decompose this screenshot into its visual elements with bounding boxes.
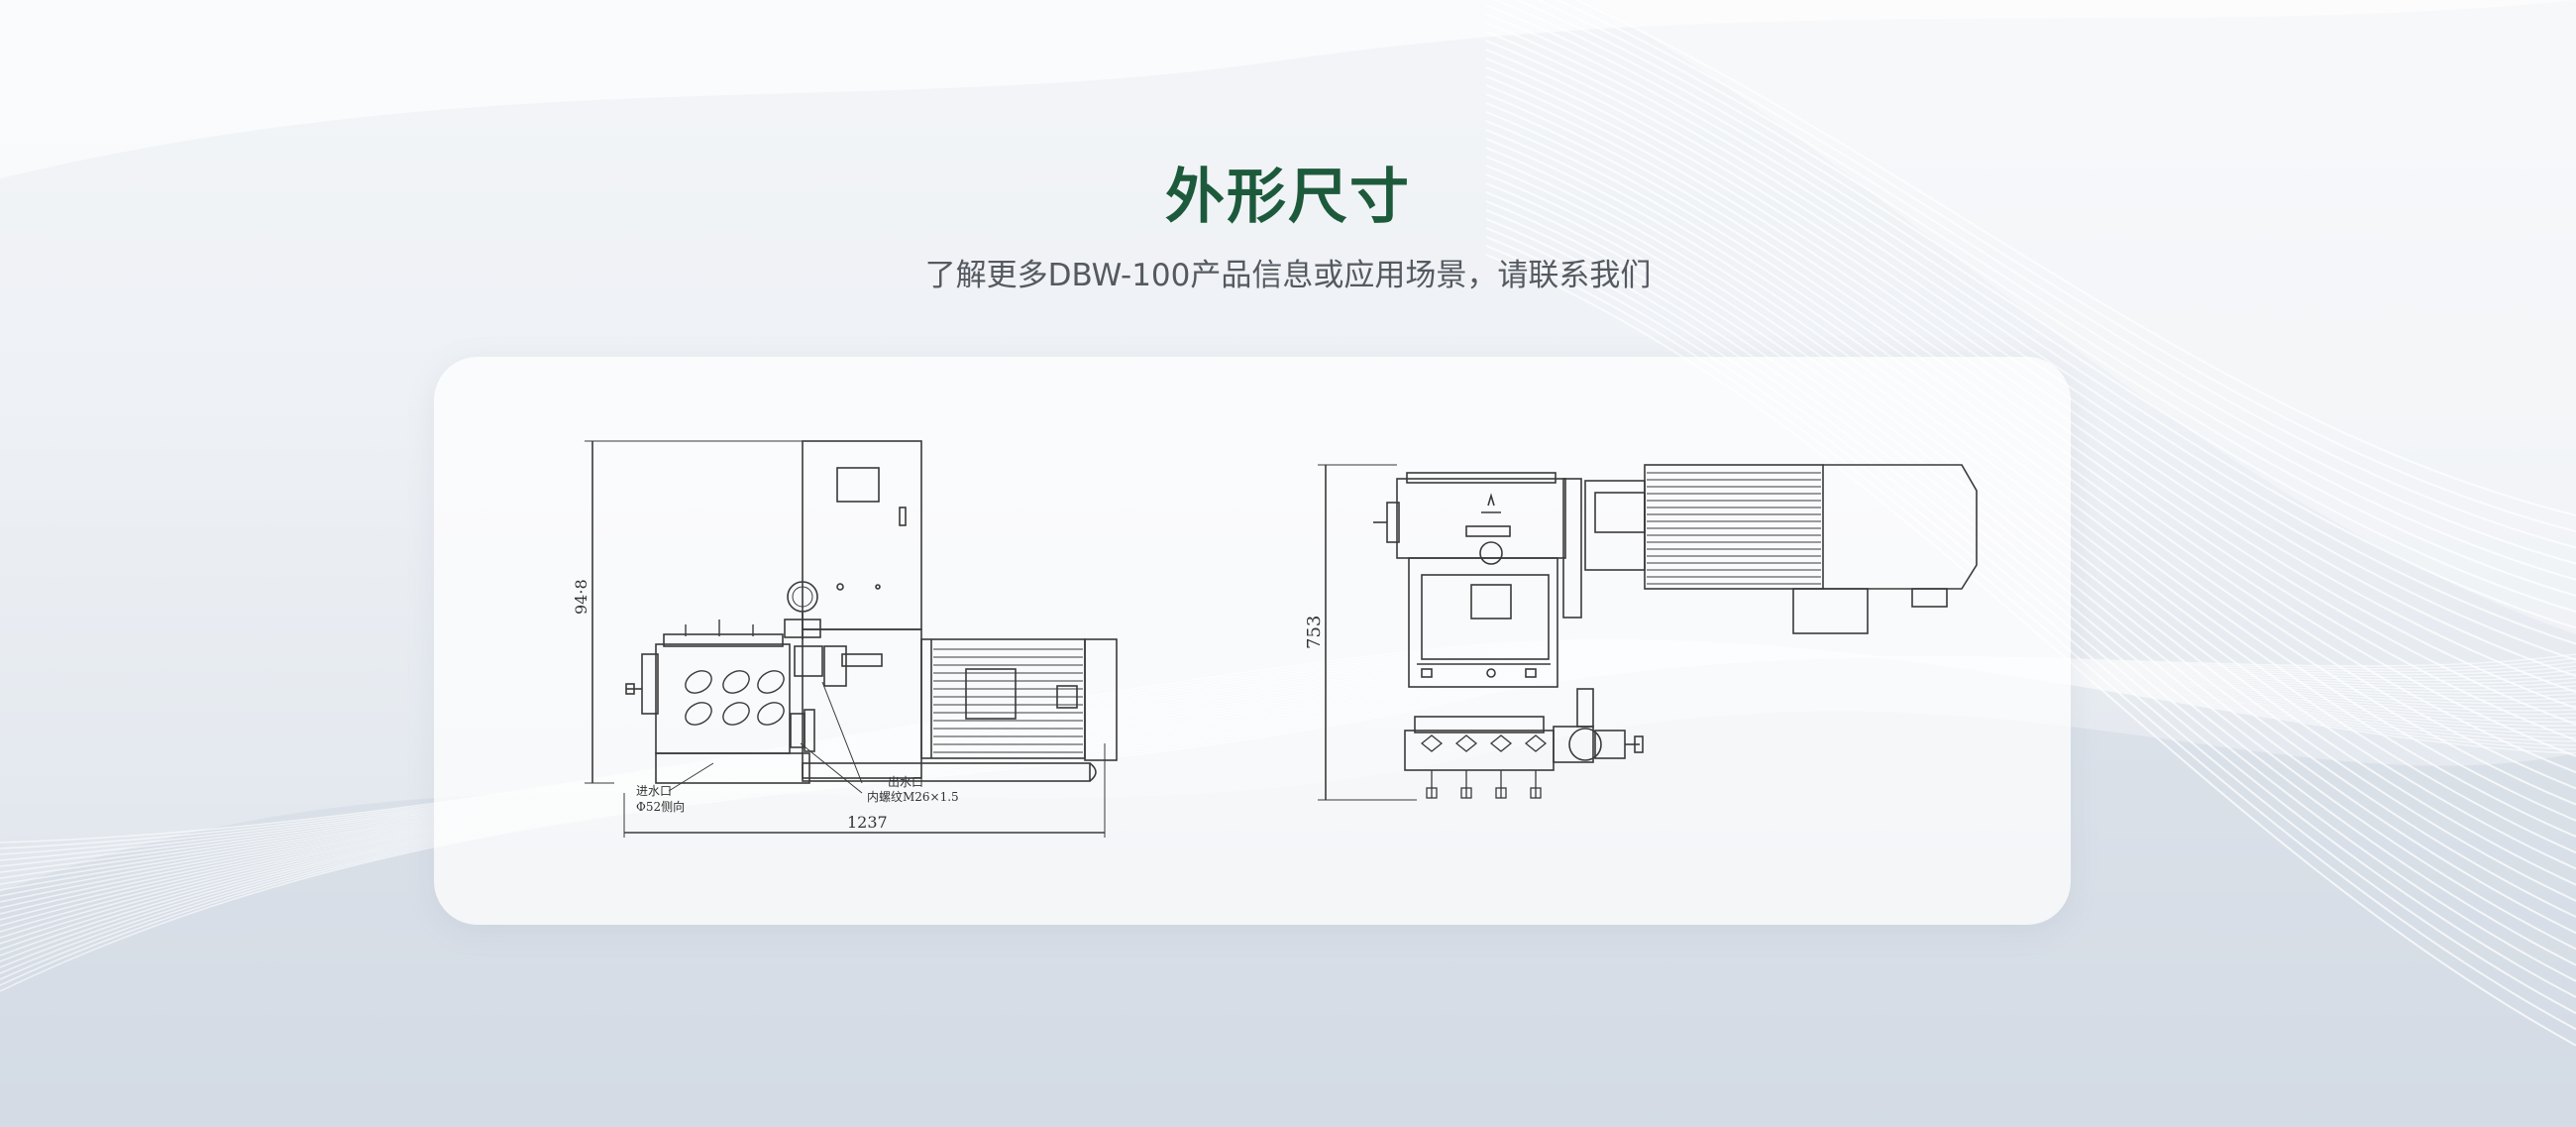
outlet-spec-label: 内螺纹M26×1.5: [867, 790, 959, 804]
dimension-card: [434, 357, 2071, 925]
height-dimension-label: 94·8: [572, 579, 590, 615]
inlet-spec-label: Φ52侧向: [636, 799, 685, 814]
section-title: 外形尺寸: [1165, 163, 1411, 232]
height-dimension-label: 753: [1304, 616, 1325, 649]
section-subtitle: 了解更多DBW-100产品信息或应用场景，请联系我们: [924, 258, 1652, 293]
pump-side-view-drawing: 94·8 1237 进水口 Φ52侧向 出水口 内螺纹M26×1.5: [572, 426, 1129, 843]
width-dimension-label: 1237: [847, 813, 888, 832]
pump-front-view-drawing: 753: [1298, 451, 1991, 828]
outlet-label: 出水口: [888, 775, 923, 789]
inlet-label: 进水口: [636, 784, 672, 798]
